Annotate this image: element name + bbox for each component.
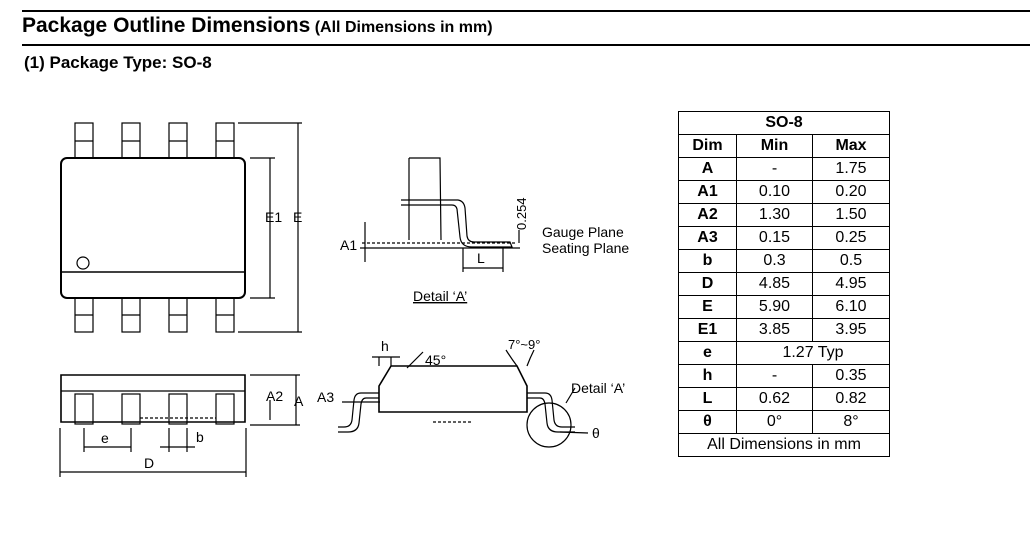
label-d: D xyxy=(144,455,154,471)
label-l: L xyxy=(477,250,485,266)
label-e1: E1 xyxy=(265,209,282,225)
label-45deg: 45° xyxy=(425,352,446,368)
end-view xyxy=(338,349,589,448)
top-view xyxy=(60,122,302,333)
label-gauge-dim: 0.254 xyxy=(514,197,529,230)
title-main: Package Outline Dimensions xyxy=(22,14,311,37)
detail-a-callout: Detail ‘A’ xyxy=(571,380,625,396)
table-row: A-1.75 xyxy=(678,157,890,181)
detail-a-view xyxy=(360,157,520,272)
label-angle: 7°~9° xyxy=(508,337,540,352)
label-b: b xyxy=(196,429,204,445)
label-a3: A3 xyxy=(317,389,334,405)
seating-plane-label: Seating Plane xyxy=(542,240,629,256)
header-max: Max xyxy=(812,134,890,158)
title-bar: Package Outline Dimensions (All Dimensio… xyxy=(22,10,1030,46)
table-footer: All Dimensions in mm xyxy=(678,433,890,457)
title-sub: (All Dimensions in mm) xyxy=(314,19,493,36)
label-a1: A1 xyxy=(340,237,357,253)
detail-a-caption: Detail ‘A’ xyxy=(413,288,467,304)
page-title: Package Outline Dimensions (All Dimensio… xyxy=(22,14,493,38)
table-title: SO-8 xyxy=(678,111,890,135)
label-h: h xyxy=(381,338,389,354)
label-a2: A2 xyxy=(266,388,283,404)
gauge-plane-label: Gauge Plane xyxy=(542,224,624,240)
label-a: A xyxy=(294,393,304,409)
header-min: Min xyxy=(736,134,813,158)
label-e: E xyxy=(293,209,302,225)
header-dim: Dim xyxy=(678,134,737,158)
table-row: h-0.35 xyxy=(678,364,890,388)
front-view xyxy=(59,374,300,477)
label-theta: θ xyxy=(592,425,600,441)
label-e-pitch: e xyxy=(101,430,109,446)
package-type-heading: (1) Package Type: SO-8 xyxy=(24,53,212,72)
